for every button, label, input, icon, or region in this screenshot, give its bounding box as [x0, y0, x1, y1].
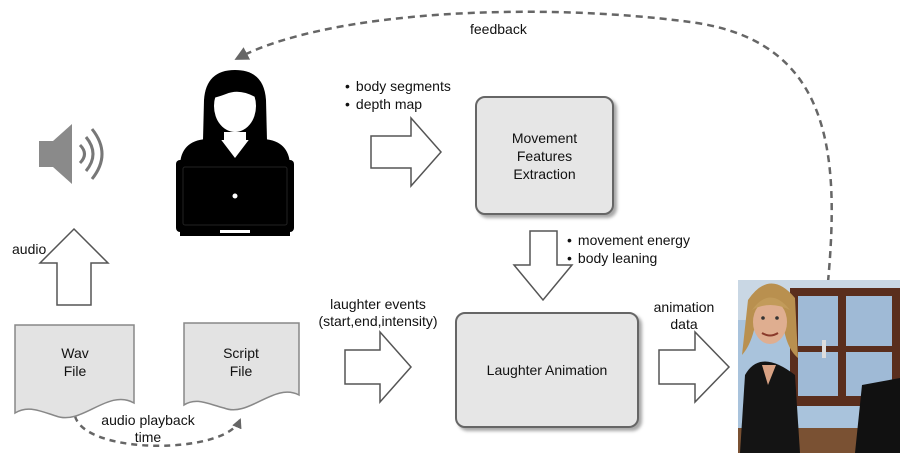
movement-line-3: Extraction — [513, 165, 576, 182]
laughter-events-label: laughter events (start,end,intensity) — [308, 296, 448, 330]
speaker-icon — [39, 124, 104, 184]
laughter-animation-label: Laughter Animation — [486, 362, 608, 378]
movement-line-1: Movement — [511, 129, 578, 146]
user-at-laptop-icon — [176, 70, 294, 236]
audio-playback-label: audio playback time — [88, 412, 208, 446]
feature-item-body-leaning: body leaning — [567, 250, 657, 267]
script-label-line-1: Script — [223, 345, 259, 361]
virtual-agent-avatar — [738, 280, 900, 453]
laughter-events-line-1: laughter events — [330, 296, 426, 312]
animation-data-line-2: data — [670, 316, 698, 332]
movement-features-extraction-box: Movement Features Extraction — [475, 96, 614, 215]
feature-item-body-segments: body segments — [345, 78, 451, 95]
laughter-events-arrow — [344, 330, 413, 404]
audio-label: audio — [12, 241, 47, 257]
animation-data-label: animation data — [646, 299, 722, 333]
script-file-label: Script File — [201, 344, 281, 380]
feedback-label: feedback — [470, 21, 527, 37]
animation-data-line-1: animation — [653, 299, 715, 315]
movement-line-2: Features — [516, 147, 573, 164]
wav-file-label: Wav File — [35, 344, 115, 380]
audio-playback-line-1: audio playback — [101, 412, 195, 428]
feature-item-movement-energy: movement energy — [567, 232, 690, 249]
feedback-arrow — [234, 10, 833, 283]
feature-item-depth-map: depth map — [345, 96, 422, 113]
animation-data-arrow — [658, 330, 731, 404]
wav-file-shape — [14, 324, 135, 419]
script-file-shape — [183, 322, 300, 411]
laughter-animation-box: Laughter Animation — [455, 312, 639, 428]
audio-playback-line-2: time — [134, 429, 162, 445]
features-out-arrow — [512, 230, 574, 302]
audio-up-arrow — [38, 227, 110, 306]
wav-label-line-2: File — [63, 363, 87, 379]
audio-playback-arrow — [73, 415, 242, 447]
laughter-events-line-2: (start,end,intensity) — [318, 313, 438, 329]
features-in-arrow — [370, 116, 443, 188]
wav-label-line-1: Wav — [61, 345, 89, 361]
script-label-line-2: File — [229, 363, 253, 379]
